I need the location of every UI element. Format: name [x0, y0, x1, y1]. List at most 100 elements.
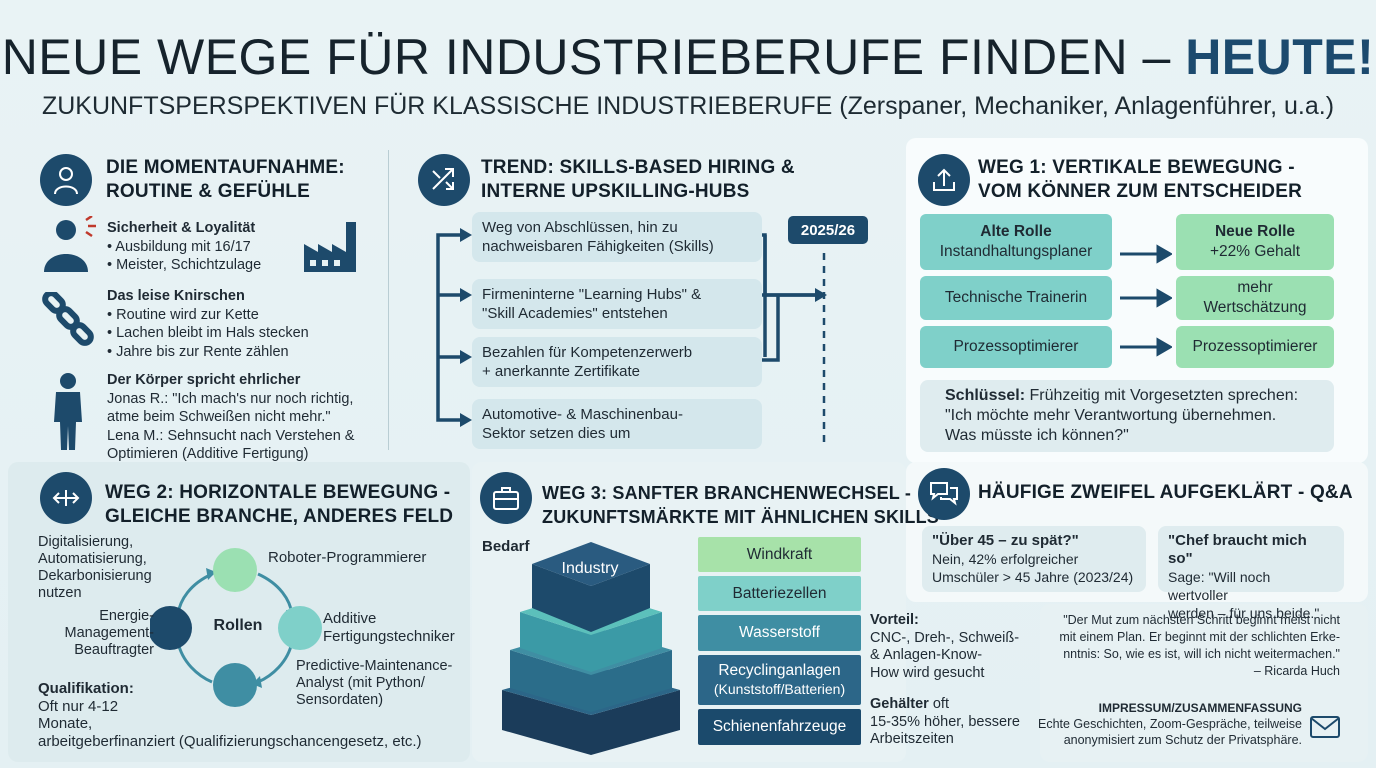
- qa-item: "Über 45 – zu spät?" Nein, 42% erfolgrei…: [922, 526, 1146, 592]
- trend-item-line: "Skill Academies" entstehen: [482, 305, 668, 322]
- trend-heading-line2: INTERNE UPSKILLING-HUBS: [481, 181, 750, 202]
- factory-icon: [300, 212, 362, 279]
- new-role-value: +22% Gehalt: [1209, 243, 1301, 260]
- body-figure-icon: [50, 372, 86, 457]
- impressum-line: Echte Geschichten, Zoom-Gespräche, teilw…: [1037, 717, 1302, 731]
- weg2-heading-line1: WEG 2: HORIZONTALE BEWEGUNG -: [105, 482, 451, 503]
- upload-arrow-icon: [918, 154, 970, 206]
- role-left: Energie- Management- Beauftragter: [50, 608, 154, 659]
- trend-heading-line1: TREND: SKILLS-BASED HIRING &: [481, 157, 795, 178]
- sector-label: Recyclinganlagen: [718, 662, 841, 679]
- block3-line: Jonas R.: "Ich mach's nur noch richtig,: [107, 390, 354, 407]
- weg2-qualification: Qualifikation: Oft nur 4-12 Monate, arbe…: [38, 680, 422, 750]
- title-main-text: NEUE WEGE FÜR INDUSTRIEBERUFE FINDEN –: [1, 29, 1186, 85]
- quote-panel: [1040, 604, 1368, 762]
- quote-block: "Der Mut zum nächsten Schritt beginnt me…: [1040, 612, 1340, 680]
- impressum-block: IMPRESSUM/ZUSAMMENFASSUNG Echte Geschich…: [1030, 700, 1302, 748]
- sector-wasserstoff: Wasserstoff: [698, 615, 861, 651]
- role-left-line: Management-: [64, 625, 154, 641]
- block1-title: Sicherheit & Loyalität: [107, 220, 256, 236]
- role-bottom-line: Predictive-Maintenance-: [296, 658, 453, 674]
- key-label: Schlüssel:: [945, 387, 1026, 404]
- subtitle: ZUKUNFTSPERSPEKTIVEN FÜR KLASSISCHE INDU…: [41, 92, 1335, 120]
- qa-answer-line: Umschüler > 45 Jahre (2023/24): [932, 569, 1134, 585]
- trend-item-line: Sektor setzen dies um: [482, 425, 631, 442]
- person-icon: [40, 154, 92, 206]
- trend-item-line: Weg von Abschlüssen, hin zu: [482, 219, 678, 236]
- role-bottom-line: Sensordaten): [296, 692, 384, 708]
- divider-vertical: [388, 150, 389, 450]
- role-right: Additive Fertigungstechniker: [323, 610, 455, 646]
- key-line: Schlüssel: Frühzeitig mit Vorgesetzten s…: [945, 386, 1324, 406]
- sector-schienenfahrzeuge: Schienenfahrzeuge: [698, 709, 861, 745]
- weg3-heading-line1: WEG 3: SANFTER BRANCHENWECHSEL -: [542, 483, 912, 503]
- title-accent: HEUTE!: [1185, 29, 1375, 85]
- cycle-center-label: Rollen: [213, 617, 263, 634]
- vorteil-label: Vorteil:: [870, 612, 919, 628]
- role-bottom-line: Analyst (mit Python/: [296, 675, 425, 691]
- key-text: Frühzeitig mit Vorgesetzten sprechen:: [1025, 387, 1299, 404]
- sector-label: Windkraft: [746, 545, 813, 563]
- block1-item: • Ausbildung mit 16/17: [107, 238, 251, 255]
- gehalt-line: 15-35% höher, bessere: [870, 713, 1020, 730]
- snapshot-heading-line1: DIE MOMENTAUFNAHME:: [106, 157, 345, 178]
- vorteil-line: How wird gesucht: [870, 664, 985, 681]
- trend-item: Weg von Abschlüssen, hin zu nachweisbare…: [472, 212, 762, 262]
- bedarf-label: Bedarf: [482, 538, 530, 555]
- key-quote-line: Was müsste ich können?": [945, 427, 1129, 444]
- old-role-value: Instandhaltungsplaner: [939, 243, 1093, 260]
- weg1-heading: WEG 1: VERTIKALE BEWEGUNG - VOM KÖNNER Z…: [978, 156, 1302, 204]
- sector-label: Batteriezellen: [732, 584, 827, 602]
- trend-item: Automotive- & Maschinenbau- Sektor setze…: [472, 399, 762, 449]
- roles-cycle-diagram: [150, 548, 322, 707]
- driver-line: Automatisierung,: [38, 551, 147, 567]
- trend-item-line: nachweisbaren Fähigkeiten (Skills): [482, 238, 714, 255]
- trend-item-line: Automotive- & Maschinenbau-: [482, 406, 683, 423]
- chat-bubbles-icon: [918, 468, 970, 520]
- block3-line: Optimieren (Additive Fertigung): [107, 446, 309, 462]
- qual-label: Qualifikation:: [38, 680, 134, 697]
- snapshot-block3: Der Körper spricht ehrlicher Jonas R.: "…: [107, 371, 354, 464]
- gehalt-rest: oft: [928, 696, 949, 712]
- envelope-icon: [1310, 716, 1340, 743]
- main-title: NEUE WEGE FÜR INDUSTRIEBERUFE FINDEN – H…: [0, 28, 1376, 86]
- qa-answer-line: Nein, 42% erfolgreicher: [932, 551, 1079, 567]
- block2-item: • Jahre bis zur Rente zählen: [107, 343, 289, 360]
- sector-recyclinganlagen: Recyclinganlagen (Kunststoff/Batterien): [698, 655, 861, 705]
- new-role-box: Prozessoptimierer: [1176, 326, 1334, 368]
- shuffle-arrows-icon: [418, 154, 470, 206]
- impressum-line: anonymisiert zum Schutz der Privatsphäre…: [1063, 733, 1302, 747]
- old-role-header: Alte Rolle: [980, 223, 1052, 240]
- old-role-value: Prozessoptimierer: [953, 338, 1079, 355]
- old-role-box: Technische Trainerin: [920, 276, 1112, 320]
- qa-question: "Über 45 – zu spät?": [932, 532, 1079, 549]
- block3-line: atme beim Schweißen nicht mehr.": [107, 409, 331, 425]
- new-role-box: Neue Rolle +22% Gehalt: [1176, 214, 1334, 270]
- role-left-line: Beauftragter: [74, 642, 154, 658]
- trend-heading: TREND: SKILLS-BASED HIRING & INTERNE UPS…: [481, 156, 795, 204]
- pyramid-top-label: Industry: [561, 560, 619, 577]
- block3-title: Der Körper spricht ehrlicher: [107, 372, 301, 388]
- role-top: Roboter-Programmierer: [268, 549, 427, 566]
- role-left-line: Energie-: [99, 608, 154, 624]
- qa-item: "Chef braucht mich so" Sage: "Will noch …: [1158, 526, 1344, 621]
- weg3-gehalt: Gehälter oft 15-35% höher, bessere Arbei…: [870, 696, 1020, 749]
- block1-item: • Meister, Schichtzulage: [107, 257, 262, 273]
- qa-heading: HÄUFIGE ZWEIFEL AUFGEKLÄRT - Q&A: [978, 482, 1353, 503]
- sector-label: Schienenfahrzeuge: [712, 718, 847, 735]
- briefcase-icon: [480, 472, 532, 524]
- snapshot-block1: Sicherheit & Loyalität • Ausbildung mit …: [107, 219, 261, 275]
- weg2-heading-line2: GLEICHE BRANCHE, ANDERES FELD: [105, 506, 454, 527]
- weg1-heading-line1: WEG 1: VERTIKALE BEWEGUNG -: [978, 157, 1295, 178]
- quote-author: – Ricarda Huch: [1253, 664, 1340, 678]
- gehalt-first-line: Gehälter oft: [870, 696, 1020, 714]
- new-role-value: mehr Wertschätzung: [1203, 279, 1307, 316]
- driver-line: nutzen: [38, 585, 82, 601]
- gehalt-label: Gehälter: [870, 696, 929, 712]
- block3-line: Lena M.: Sehnsucht nach Verstehen &: [107, 427, 355, 444]
- block2-title: Das leise Knirschen: [107, 288, 245, 304]
- trend-item-line: Firmeninterne "Learning Hubs" &: [482, 286, 702, 303]
- role-right-line: Fertigungstechniker: [323, 628, 455, 645]
- weg3-vorteil: Vorteil: CNC-, Dreh-, Schweiß- & Anlagen…: [870, 612, 1019, 682]
- qa-answer-line: werden – für uns beide.": [1168, 605, 1320, 621]
